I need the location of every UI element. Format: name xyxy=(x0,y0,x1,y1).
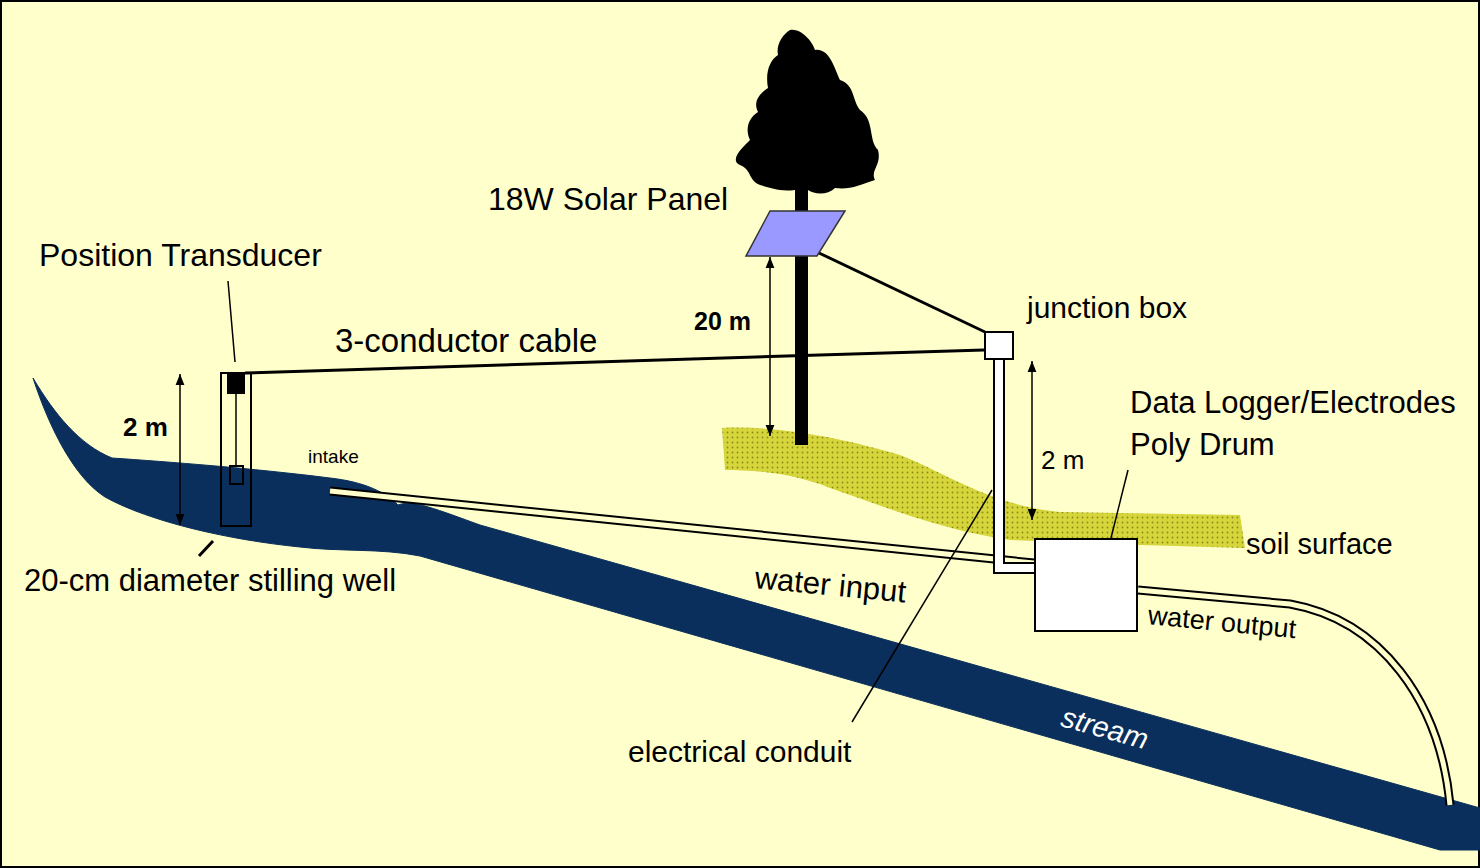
part-label: water input xyxy=(753,560,907,610)
connector-line xyxy=(999,360,1034,568)
junction-box: junction box xyxy=(984,331,1014,360)
dimension-label: 2 m xyxy=(123,413,168,443)
part-label: water output xyxy=(1147,600,1298,645)
panel-shape xyxy=(746,211,845,256)
part-label: junction box xyxy=(1027,291,1187,326)
conduit-bore xyxy=(999,360,1034,568)
part-label: 18W Solar Panel xyxy=(488,181,728,218)
part-label: intake xyxy=(308,446,359,468)
dimension-arrow xyxy=(179,374,181,525)
connector-line xyxy=(819,253,985,332)
part-label: Data Logger/Electrodes Poly Drum xyxy=(1130,382,1475,466)
part-label: electrical conduit xyxy=(628,735,851,770)
leader-line xyxy=(228,281,235,362)
dimension-label: 2 m xyxy=(1041,446,1084,476)
part-label: soil surface xyxy=(1246,528,1393,561)
transducer-wire xyxy=(235,394,237,466)
water-output-pipe xyxy=(1138,590,1450,805)
solar-panel-shape xyxy=(745,210,846,257)
water-output-pipe-bore xyxy=(1138,590,1450,805)
solar-panel: 18W Solar Panel xyxy=(745,210,846,257)
stilling-well-shape xyxy=(222,374,250,525)
stilling-well: Position Transducer20-cm diameter stilli… xyxy=(220,372,252,527)
dimension-arrow xyxy=(769,257,771,436)
dimension-arrow xyxy=(1031,361,1033,520)
position-transducer xyxy=(227,374,245,394)
float xyxy=(230,466,243,484)
edge-label: 3-conductor cable xyxy=(335,322,597,360)
part-label: 20-cm diameter stilling well xyxy=(24,563,396,599)
cable-line xyxy=(819,253,985,332)
dimension-label: 20 m xyxy=(694,307,751,336)
water-input-pipe xyxy=(330,491,1034,563)
stream-label: stream xyxy=(1058,701,1152,757)
poly-drum: Data Logger/Electrodes Poly Drum xyxy=(1034,538,1138,632)
electrical-conduit xyxy=(999,360,1034,568)
leader-line xyxy=(199,541,213,556)
tree-silhouette xyxy=(736,30,879,445)
water-input-pipe-bore xyxy=(330,491,1034,563)
part-label: Position Transducer xyxy=(39,237,322,274)
